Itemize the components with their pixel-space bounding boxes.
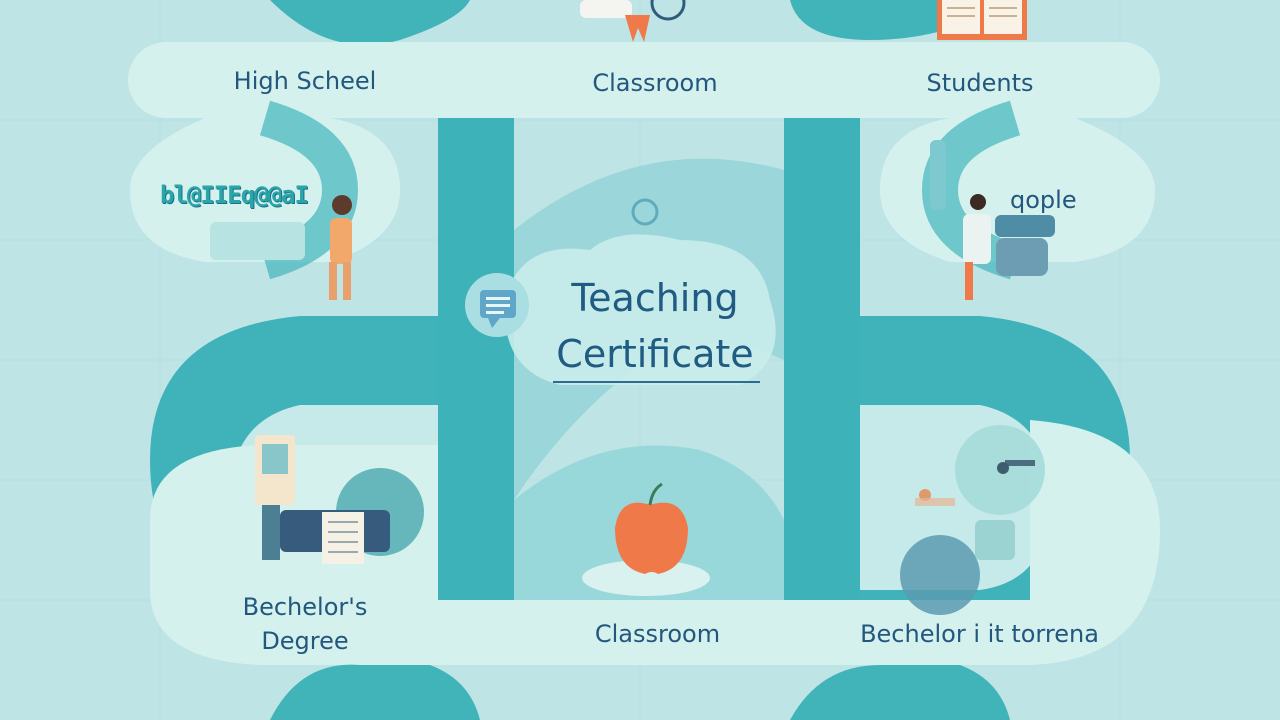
bottom-right-loop [790,665,1010,720]
label-bachelor-right: Bechelor i it torrena [860,620,1099,648]
label-people: qople [1010,186,1077,214]
label-scribble: bl@IIEq@@aI [160,181,309,209]
center-title: Teaching Certificate [500,270,810,382]
center-title-line2: Certificate [556,332,754,376]
teacher-figure-icon [930,140,1055,300]
bottom-left-loop [270,664,480,720]
center-title-underline [553,381,760,383]
center-ring-icon [631,198,659,226]
apple-icon [582,482,710,596]
label-classroom-top: Classroom [592,69,718,97]
label-classroom-bottom: Classroom [594,620,721,648]
student-figure-icon [210,195,352,300]
center-cloud [504,234,776,385]
desk-figure-icon [900,425,1045,615]
top-band [128,42,1160,118]
top-left-loop [270,0,470,45]
center-title-line1: Teaching [571,276,739,320]
label-high-school: High Scheel [233,67,377,95]
chat-bubble-icon [465,273,529,337]
label-bachelors-degree: Bechelor's Degree [242,593,368,655]
book-icon [937,0,1027,40]
right-pillar [784,110,860,600]
left-pillar [438,110,514,600]
diploma-scroll-icon [580,0,686,42]
label-students: Students [926,69,1034,97]
books-stack-icon [255,435,424,564]
